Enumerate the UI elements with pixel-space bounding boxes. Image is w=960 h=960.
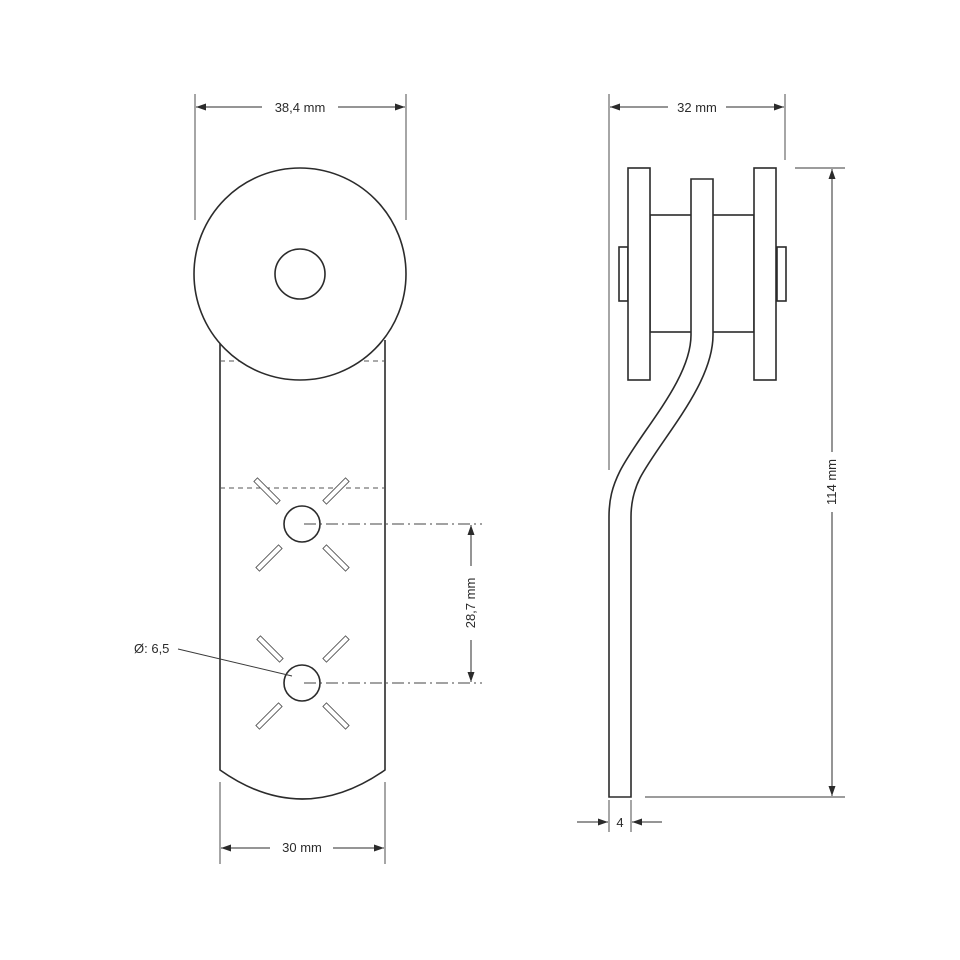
side-view: 32 mm 114 mm 4	[577, 94, 845, 832]
axle-stub-left	[618, 246, 629, 302]
dim-hole-diameter: Ø: 6,5	[134, 641, 169, 656]
roller-flange-right	[753, 167, 777, 381]
dim-side-width: 32 mm	[677, 100, 717, 115]
front-plate-outline	[219, 340, 386, 800]
dim-total-height: 114 mm	[824, 459, 839, 505]
roller-axle-hole	[274, 248, 326, 300]
axle-stub-right	[776, 246, 787, 302]
slot-marks-lower	[255, 635, 350, 730]
dim-front-bottom-width: 30 mm	[282, 840, 322, 855]
dim-hole-spacing: 28,7 mm	[463, 578, 478, 629]
roller-flange-left	[627, 167, 651, 381]
dim-front-top-width: 38,4 mm	[275, 100, 326, 115]
slot-marks-upper	[253, 477, 350, 572]
dim-plate-thickness: 4	[616, 815, 623, 830]
roller-wheel	[193, 167, 407, 381]
hole-diameter-leader	[177, 648, 293, 677]
front-view: 38,4 mm 30 mm 28,7 mm Ø: 6,5	[134, 94, 482, 864]
bent-plate-outline	[608, 178, 714, 798]
